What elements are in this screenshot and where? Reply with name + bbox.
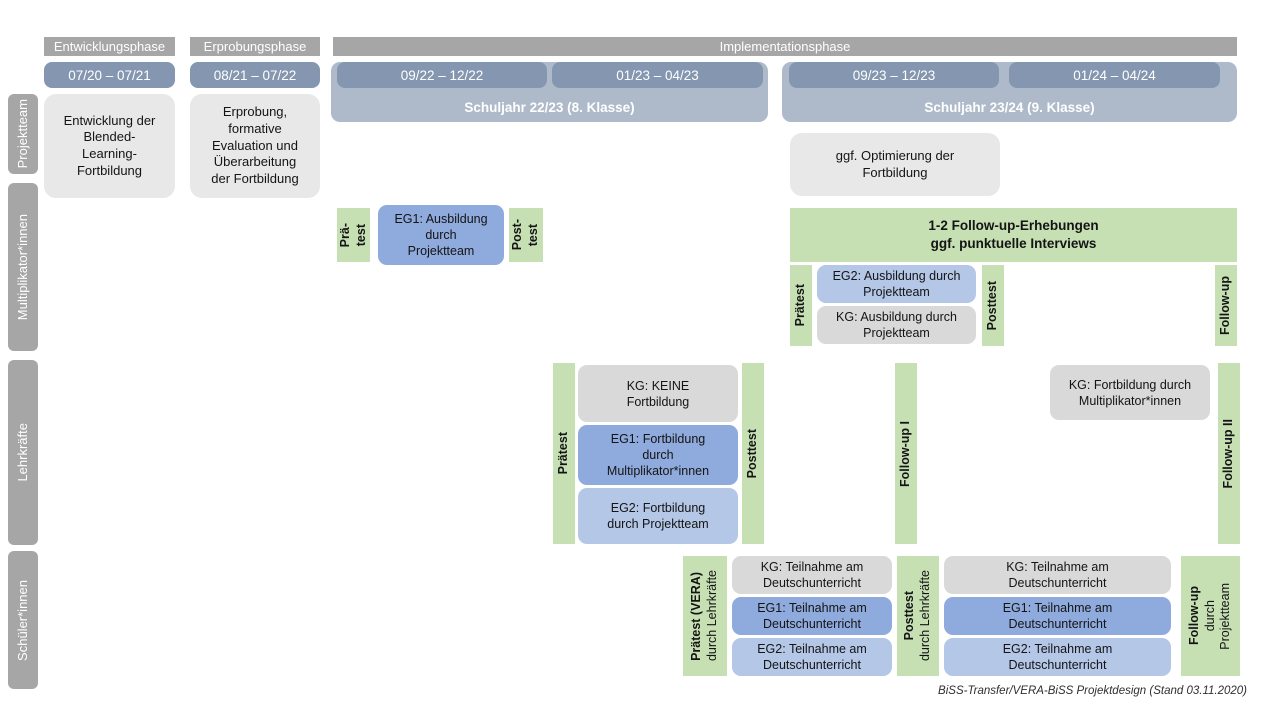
bar-followup1-lehrkraefte: Follow-up I — [895, 363, 917, 544]
box-eg2-ausbildung-projektteam: EG2: Ausbildung durch Projektteam — [817, 265, 976, 303]
box-optimierung-fortbildung: ggf. Optimierung der Fortbildung — [790, 133, 1000, 196]
bar-followup2-text: Follow-up II — [1221, 418, 1236, 489]
bar-posttest-line1: Post- — [510, 219, 525, 251]
bar-praetest-multiplikatoren-23: Prätest — [790, 265, 812, 346]
bar-praetest-line1: Prä- — [337, 222, 352, 248]
row-label-multiplikatorinnen: Multiplikator*innen — [8, 183, 38, 351]
period-08-21-07-22: 08/21 – 07/22 — [190, 62, 320, 88]
bar-praetest-lehrkraefte: Prätest — [553, 363, 575, 544]
bar-praetest-vera-schueler: Prätest (VERA) durch Lehrkräfte — [683, 556, 727, 676]
box-eg2-fortbildung-projektteam: EG2: Fortbildung durch Projektteam — [578, 488, 738, 544]
box-followup-erhebungen: 1-2 Follow-up-Erhebungen ggf. punktuelle… — [790, 208, 1237, 262]
box-kg-ausbildung-projektteam: KG: Ausbildung durch Projektteam — [817, 306, 976, 344]
bar-followup-multiplikatoren: Follow-up — [1215, 265, 1237, 346]
row-label-schuelerinnen: Schüler*innen — [8, 551, 38, 689]
period-01-23-04-23: 01/23 – 04/23 — [552, 62, 763, 88]
bar-praetest-vera-line1: Prätest (VERA) — [689, 571, 704, 661]
period-09-23-12-23: 09/23 – 12/23 — [789, 62, 999, 88]
period-07-20-07-21: 07/20 – 07/21 — [44, 62, 175, 88]
bar-followup-schueler-line3: Projektteam — [1218, 582, 1233, 650]
phase-implementationsphase: Implementationsphase — [333, 37, 1237, 56]
phase-entwicklungsphase: Entwicklungsphase — [44, 37, 175, 56]
bar-praetest-multiplikatoren-22: Prä- test — [337, 208, 370, 262]
bar-posttest-schueler-line1: Posttest — [902, 591, 917, 641]
box-kg-fortbildung-multiplikatoren: KG: Fortbildung durch Multiplikator*inne… — [1050, 365, 1210, 420]
bar-praetest-vera-line2: durch Lehrkräfte — [705, 570, 719, 662]
bar-posttest-multiplikatoren-23: Posttest — [982, 265, 1004, 346]
row-label-multiplikatorinnen-text: Multiplikator*innen — [14, 213, 30, 321]
bar-posttest-schueler-line2: durch Lehrkräfte — [918, 570, 932, 662]
box-erprobung-evaluation: Erprobung, formative Evaluation und Über… — [190, 94, 320, 198]
box-eg1-teilnahme-deutschunterricht-2: EG1: Teilnahme am Deutschunterricht — [944, 597, 1171, 635]
box-eg1-fortbildung-multiplikatoren: EG1: Fortbildung durch Multiplikator*inn… — [578, 425, 738, 485]
bar-posttest-text: Posttest — [985, 280, 1000, 331]
bar-posttest-multiplikatoren-22: Post- test — [509, 208, 543, 262]
diagram-caption: BiSS-Transfer/VERA-BiSS Projektdesign (S… — [938, 685, 1247, 697]
bar-posttest-line2: test — [526, 223, 540, 247]
bar-followup-schueler: Follow-up durch Projektteam — [1181, 556, 1240, 676]
box-eg1-teilnahme-deutschunterricht-1: EG1: Teilnahme am Deutschunterricht — [732, 597, 892, 635]
bar-posttest-lehrkraefte-text: Posttest — [745, 428, 760, 479]
bar-followup-schueler-line2: durch — [1202, 600, 1217, 632]
row-label-projektteam-text: Projektteam — [14, 99, 30, 169]
box-kg-keine-fortbildung: KG: KEINE Fortbildung — [578, 365, 738, 422]
bar-posttest-schueler: Posttest durch Lehrkräfte — [897, 556, 939, 676]
box-eg1-ausbildung-projektteam: EG1: Ausbildung durch Projektteam — [378, 205, 504, 265]
bar-posttest-lehrkraefte: Posttest — [742, 363, 764, 544]
row-label-schuelerinnen-text: Schüler*innen — [14, 579, 30, 661]
bar-followup2-lehrkraefte: Follow-up II — [1218, 363, 1240, 544]
bar-praetest-line2: test — [353, 223, 368, 247]
box-eg2-teilnahme-deutschunterricht-1: EG2: Teilnahme am Deutschunterricht — [732, 638, 892, 676]
phase-erprobungsphase: Erprobungsphase — [190, 37, 320, 56]
period-01-24-04-24: 01/24 – 04/24 — [1009, 62, 1220, 88]
box-kg-teilnahme-deutschunterricht-2: KG: Teilnahme am Deutschunterricht — [944, 556, 1171, 594]
bar-followup1-text: Follow-up I — [898, 420, 913, 487]
bar-followup-schueler-line1: Follow-up — [1186, 586, 1201, 646]
row-label-lehrkraefte: Lehrkräfte — [8, 360, 38, 545]
row-label-lehrkraefte-text: Lehrkräfte — [14, 423, 30, 482]
box-eg2-teilnahme-deutschunterricht-2: EG2: Teilnahme am Deutschunterricht — [944, 638, 1171, 676]
bar-followup-text: Follow-up — [1218, 275, 1233, 335]
bar-praetest-lehrkraefte-text: Prätest — [556, 432, 571, 475]
box-entwicklung-fortbildung: Entwicklung der Blended- Learning- Fortb… — [44, 94, 175, 198]
box-kg-teilnahme-deutschunterricht-1: KG: Teilnahme am Deutschunterricht — [732, 556, 892, 594]
period-09-22-12-22: 09/22 – 12/22 — [337, 62, 547, 88]
bar-praetest-text: Prätest — [793, 284, 808, 327]
row-label-projektteam: Projektteam — [8, 94, 38, 174]
